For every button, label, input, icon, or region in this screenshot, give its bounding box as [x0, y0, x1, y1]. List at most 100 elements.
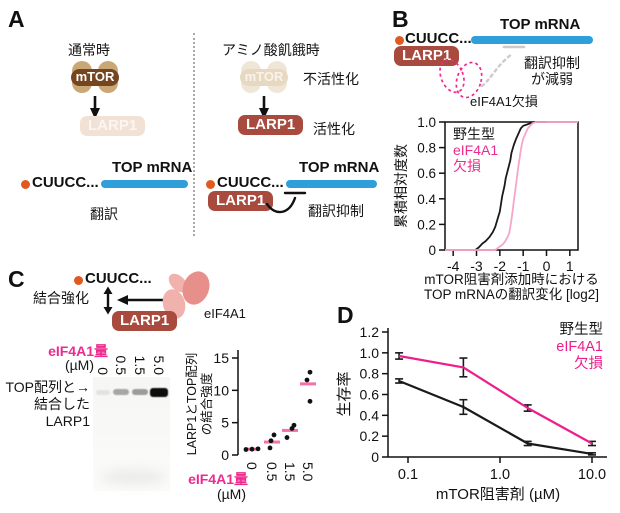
- repression-caption: 翻訳抑制: [308, 203, 364, 219]
- survival-chart: 0 0.2 0.4 0.6 0.8 1.0 1.2 0.1 1.0 10.0 mTOR阻害剤 (µM…: [336, 321, 607, 503]
- mrna-cap-dot: [206, 180, 215, 189]
- x-tick-label: 0: [543, 258, 551, 274]
- y-tick-label: 1.0: [360, 345, 380, 361]
- gel-lane-label: 5.0: [151, 356, 167, 376]
- y-tick-label: 0.2: [417, 217, 436, 232]
- x-tick-label: -1: [517, 258, 530, 274]
- x-category-label: 1.5: [282, 462, 298, 482]
- y-tick-label: 10: [213, 382, 229, 398]
- mtor-state-label: 不活性化: [303, 71, 359, 87]
- eif4a1-protein-icon: [162, 271, 210, 319]
- legend-entry: eIF4A1: [453, 142, 498, 158]
- x-category-label: 5.0: [300, 462, 316, 482]
- larp1-box: LARP1: [112, 311, 178, 331]
- cuucc-motif: CUUCC...: [32, 174, 99, 191]
- series-line: [398, 354, 593, 445]
- mtor-active-shape: mTOR: [71, 61, 119, 93]
- mrna-bar: [286, 180, 377, 188]
- x-axis-label: mTOR阻害剤 (µM): [436, 486, 560, 503]
- larp1-state-label: 活性化: [313, 121, 355, 137]
- gel-smear: [101, 469, 166, 485]
- y-tick-label: 0.6: [417, 166, 436, 181]
- series-line: [445, 121, 578, 251]
- y-tick-label: 0.8: [360, 366, 380, 382]
- panel-d-label: D: [337, 302, 354, 328]
- y-tick-label: 0.6: [360, 387, 380, 403]
- y-tick-label: 15: [213, 350, 229, 366]
- data-point: [268, 438, 274, 444]
- starved-condition-title: アミノ酸飢餓時: [222, 42, 320, 58]
- data-point: [307, 398, 313, 404]
- x-tick-label: 0.1: [398, 467, 418, 483]
- double-arrow-icon: [103, 286, 113, 315]
- weakened-inhibition-arrow-icon: [480, 45, 526, 88]
- x-tick-label: 1: [566, 258, 574, 274]
- larp1-bound-box: LARP1: [208, 191, 274, 211]
- legend-entry: eIF4A1: [556, 339, 603, 355]
- data-point: [243, 447, 249, 452]
- x-axis-label: eIF4A1量: [188, 471, 248, 487]
- x-axis-unit: (µM): [217, 486, 246, 502]
- mtor-label: mTOR: [240, 69, 288, 86]
- normal-condition-title: 通常時: [68, 42, 110, 58]
- y-axis-label: 生存率: [336, 371, 353, 416]
- mtor-label: mTOR: [71, 69, 119, 86]
- y-tick-label: 1.2: [360, 324, 380, 340]
- note-line2: が減弱: [531, 71, 573, 87]
- gel-lane-label: 0.5: [113, 356, 129, 376]
- down-arrow-icon: [90, 96, 100, 119]
- gel-band-label-line2: 結合した: [34, 396, 90, 412]
- x-tick-label: 10.0: [578, 467, 606, 483]
- y-tick-label: 0.2: [360, 428, 380, 444]
- top-mrna-label: TOP mRNA: [299, 159, 380, 176]
- legend-entry: 欠損: [453, 158, 481, 174]
- gel-band: [132, 389, 148, 395]
- binding-enhanced-label: 結合強化: [33, 290, 89, 306]
- larp1-inactive-box: LARP1: [80, 116, 146, 136]
- eif4a1-deletion-label: eIF4A1欠損: [470, 94, 538, 109]
- x-tick-label: -3: [470, 258, 483, 274]
- gel-lane-label: 1.5: [132, 356, 148, 376]
- y-tick-label: 0.4: [360, 407, 380, 423]
- gel-band: [96, 390, 110, 395]
- mrna-cap-dot: [74, 276, 83, 285]
- data-point: [307, 369, 313, 375]
- x-tick-label: -2: [494, 258, 507, 274]
- y-tick-label: 0: [428, 243, 436, 258]
- top-mrna-label: TOP mRNA: [112, 159, 193, 176]
- mrna-bar: [471, 36, 593, 44]
- median-bar: [300, 382, 316, 386]
- mrna-cap-dot: [395, 36, 404, 45]
- data-point: [304, 377, 310, 383]
- series-line: [398, 379, 593, 455]
- gel-band-label-line1: TOP配列と→: [5, 379, 90, 395]
- x-tick-label: 1.0: [490, 467, 510, 483]
- gel-band: [113, 389, 129, 395]
- gel-band-label: TOP配列と→ 結合した LARP1: [2, 379, 90, 430]
- left-arrow-icon: [117, 295, 167, 305]
- y-tick-label: 0: [371, 449, 379, 465]
- mrna-bar: [101, 180, 188, 188]
- y-tick-label: 0: [221, 447, 229, 463]
- x-tick-label: -4: [447, 258, 460, 274]
- gel-dose-label: eIF4A1量: [48, 343, 108, 359]
- larp1-box: LARP1: [394, 46, 460, 66]
- y-tick-label: 1.0: [417, 115, 436, 130]
- x-category-label: 0: [244, 462, 260, 470]
- median-bar: [282, 428, 298, 432]
- data-point: [271, 432, 277, 438]
- top-mrna-label: TOP mRNA: [500, 16, 581, 33]
- y-tick-label: 0.4: [417, 192, 436, 207]
- gel-band: [150, 388, 168, 397]
- y-axis-label: 累積相対度数: [393, 144, 409, 228]
- gel-dose-unit: (µM): [64, 357, 94, 373]
- mrna-cap-dot: [21, 180, 30, 189]
- y-tick-label: 0.8: [417, 141, 436, 156]
- cuucc-motif: CUUCC...: [217, 174, 284, 191]
- larp1-active-box: LARP1: [238, 115, 304, 135]
- x-category-label: 0.5: [264, 462, 280, 482]
- cuucc-motif: CUUCC...: [85, 270, 152, 287]
- plot-box: [444, 121, 579, 251]
